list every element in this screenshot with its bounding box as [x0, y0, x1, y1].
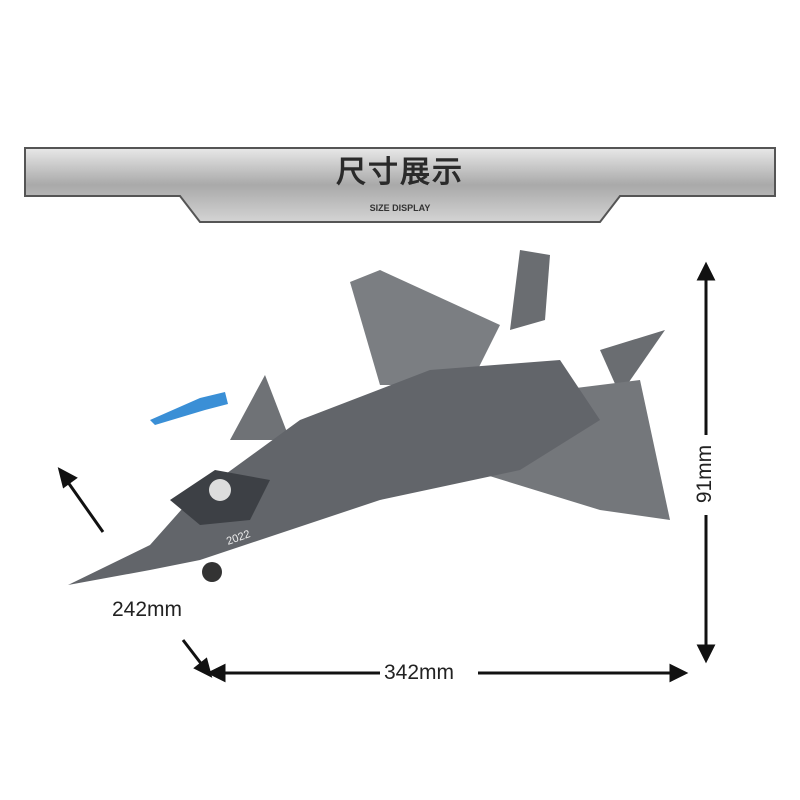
- aircraft-model: 2022: [68, 250, 670, 585]
- canard: [230, 375, 290, 440]
- missile: [150, 392, 228, 425]
- width-label: 342mm: [380, 661, 459, 685]
- dimension-arrows: [57, 261, 716, 683]
- fuselage: [68, 360, 600, 585]
- landing-wheel: [202, 562, 222, 582]
- tail-fin: [510, 250, 550, 330]
- left-wing: [350, 270, 500, 385]
- tail-fin-right: [600, 330, 665, 395]
- height-label: 91mm: [693, 440, 718, 508]
- pilot-figure: [209, 479, 231, 501]
- depth-label: 242mm: [108, 598, 187, 622]
- banner-title: 尺寸展示: [336, 155, 464, 190]
- banner-plate: [24, 147, 776, 223]
- banner-subtitle: SIZE DISPLAY: [369, 203, 431, 213]
